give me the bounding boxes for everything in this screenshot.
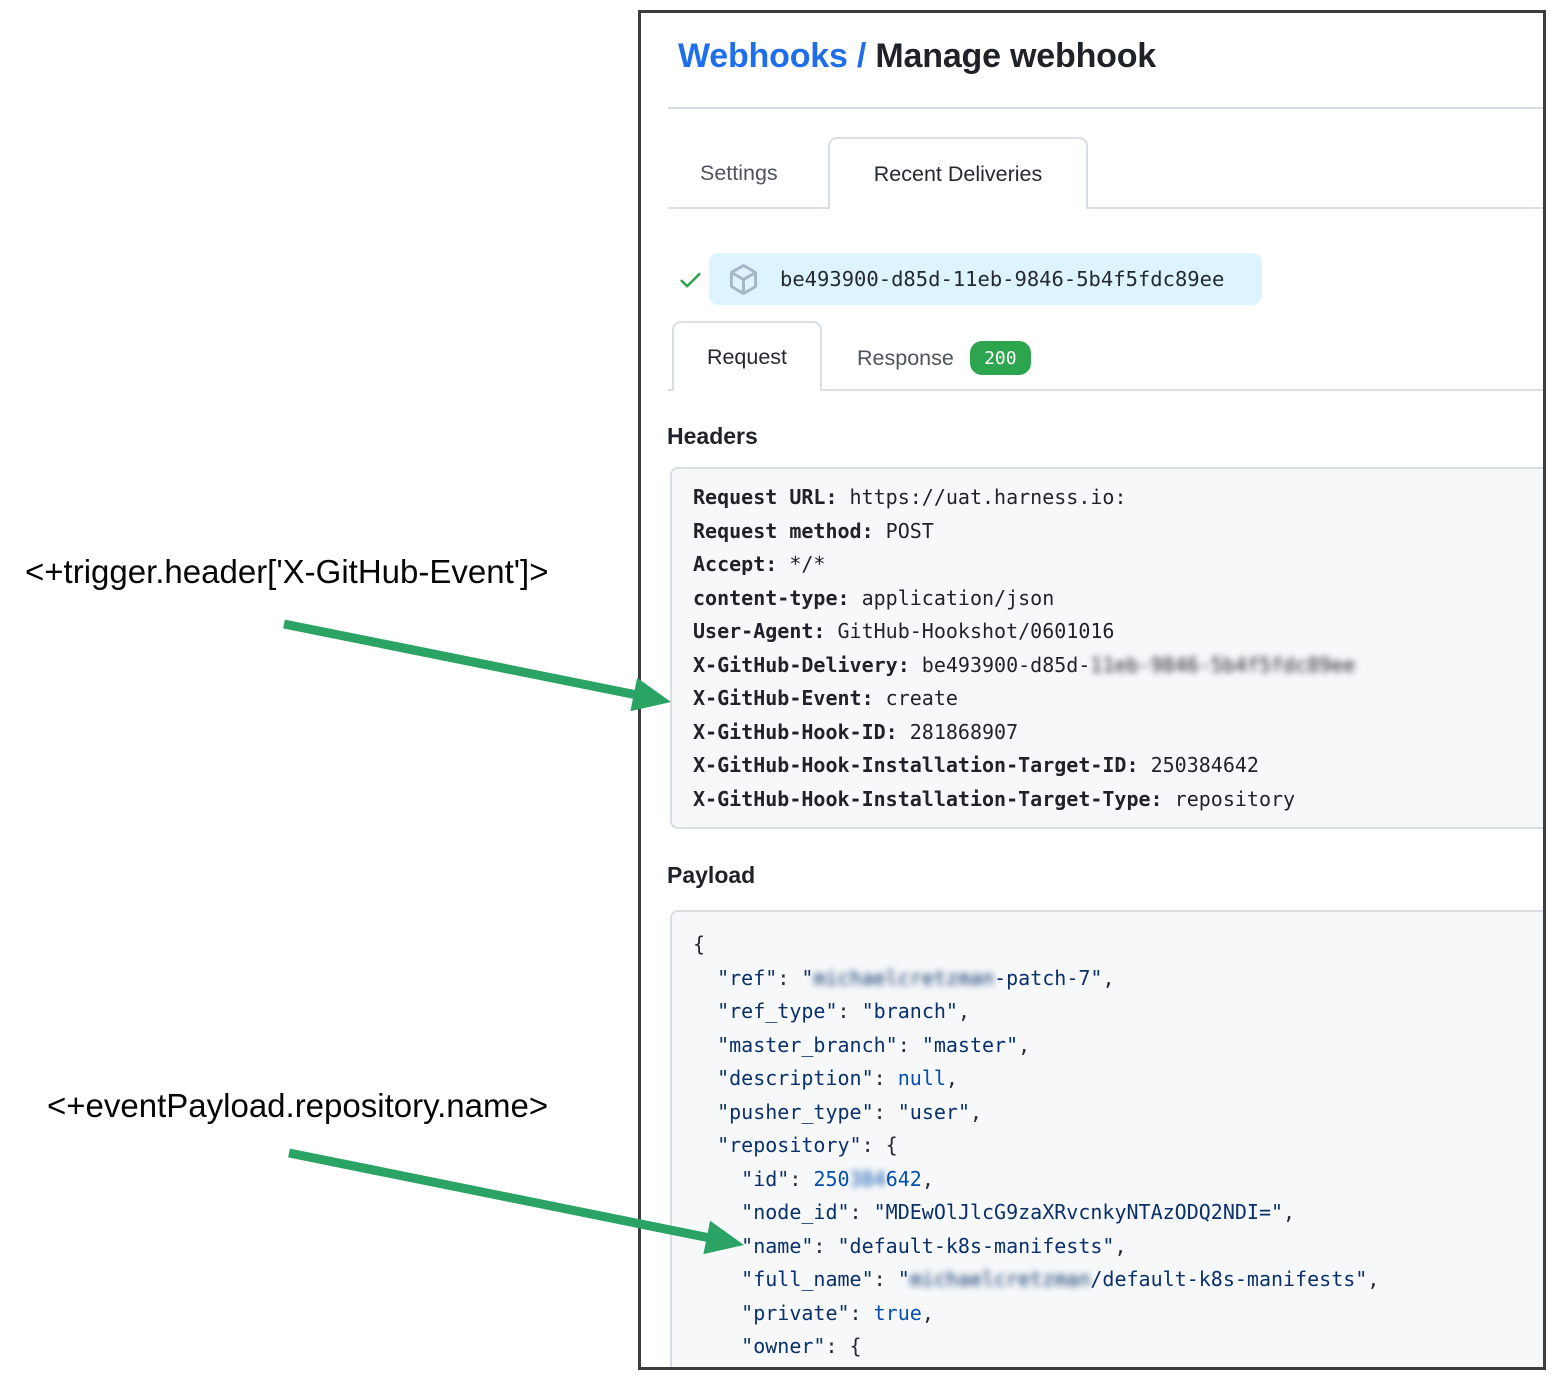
payload-line: "ref_type": "branch", xyxy=(717,999,970,1023)
header-row: X-GitHub-Hook-ID: 281868907 xyxy=(693,719,1019,744)
tab-response-label: Response xyxy=(857,345,954,370)
payload-line: "description": null, xyxy=(717,1066,958,1090)
annotation-trigger-expression: <+trigger.header['X-GitHub-Event']> xyxy=(25,553,549,590)
header-row: content-type: application/json xyxy=(693,585,1055,610)
arrow-to-x-github-event xyxy=(283,619,671,712)
header-row: Request URL: https://uat.harness.io: xyxy=(693,485,1127,509)
payload-line: "full_name": "michaelcretzman/default-k8… xyxy=(741,1267,1380,1291)
payload-line: { xyxy=(693,932,706,956)
header-row: User-Agent: GitHub-Hookshot/0601016 xyxy=(693,619,1115,643)
tab-response[interactable]: Response 200 xyxy=(857,341,1031,375)
package-icon xyxy=(729,263,758,295)
redacted-text: 11eb-9846-5b4f5fdc89ee xyxy=(1090,652,1356,677)
payload-section-title: Payload xyxy=(667,862,756,888)
delivery-guid: be493900-d85d-11eb-9846-5b4f5fdc89ee xyxy=(780,267,1225,291)
title-divider xyxy=(668,107,1543,109)
payload-line: "repository": { xyxy=(717,1133,898,1157)
header-row: X-GitHub-Hook-Installation-Target-ID: 25… xyxy=(693,753,1259,777)
delivery-item[interactable]: be493900-d85d-11eb-9846-5b4f5fdc89ee xyxy=(709,253,1262,305)
page-title-current: Manage webhook xyxy=(875,37,1156,75)
tab-settings[interactable]: Settings xyxy=(700,161,778,185)
webhook-panel: Webhooks / Manage webhook Settings Recen… xyxy=(638,10,1546,1370)
main-tabnav-underline xyxy=(668,207,1543,209)
payload-line: "master_branch": "master", xyxy=(717,1032,1031,1057)
header-row: Request method: POST xyxy=(693,518,934,543)
header-row: X-GitHub-Event: create xyxy=(693,686,958,710)
payload-line: "private": true, xyxy=(741,1300,934,1325)
header-row: Accept: */* xyxy=(693,552,826,576)
tab-request-label: Request xyxy=(706,344,788,369)
annotation-payload-expression: <+eventPayload.repository.name> xyxy=(47,1087,549,1124)
payload-code-block: { "ref": "michaelcretzman-patch-7", "ref… xyxy=(670,910,1543,1367)
response-status-badge: 200 xyxy=(969,341,1031,375)
payload-line: "name": "default-k8s-manifests", xyxy=(741,1233,1127,1258)
tab-request[interactable]: Request xyxy=(672,321,822,391)
headers-code-block: Request URL: https://uat.harness.io: Requ… xyxy=(670,467,1543,829)
sub-tabnav-underline xyxy=(668,389,1543,391)
tab-recent-deliveries[interactable]: Recent Deliveries xyxy=(828,137,1088,209)
headers-section-title: Headers xyxy=(667,423,758,449)
header-row: X-GitHub-Hook-Installation-Target-Type: … xyxy=(693,786,1296,811)
success-check-icon xyxy=(680,272,701,288)
payload-line: "owner": { xyxy=(741,1334,862,1358)
payload-line: "node_id": "MDEwOlJlcG9zaXRvcnkyNTAzODQ2… xyxy=(741,1200,1296,1224)
payload-line: "ref": "michaelcretzman-patch-7", xyxy=(717,965,1115,990)
payload-line: "pusher_type": "user", xyxy=(717,1099,983,1124)
breadcrumb-webhooks-link[interactable]: Webhooks / xyxy=(678,37,876,75)
header-row: X-GitHub-Delivery: be493900-d85d-11eb-98… xyxy=(693,652,1356,677)
page-title: Webhooks / Manage webhook xyxy=(678,33,1156,79)
payload-line: "id": 250384642, xyxy=(741,1166,934,1191)
tab-recent-deliveries-label: Recent Deliveries xyxy=(873,161,1043,186)
